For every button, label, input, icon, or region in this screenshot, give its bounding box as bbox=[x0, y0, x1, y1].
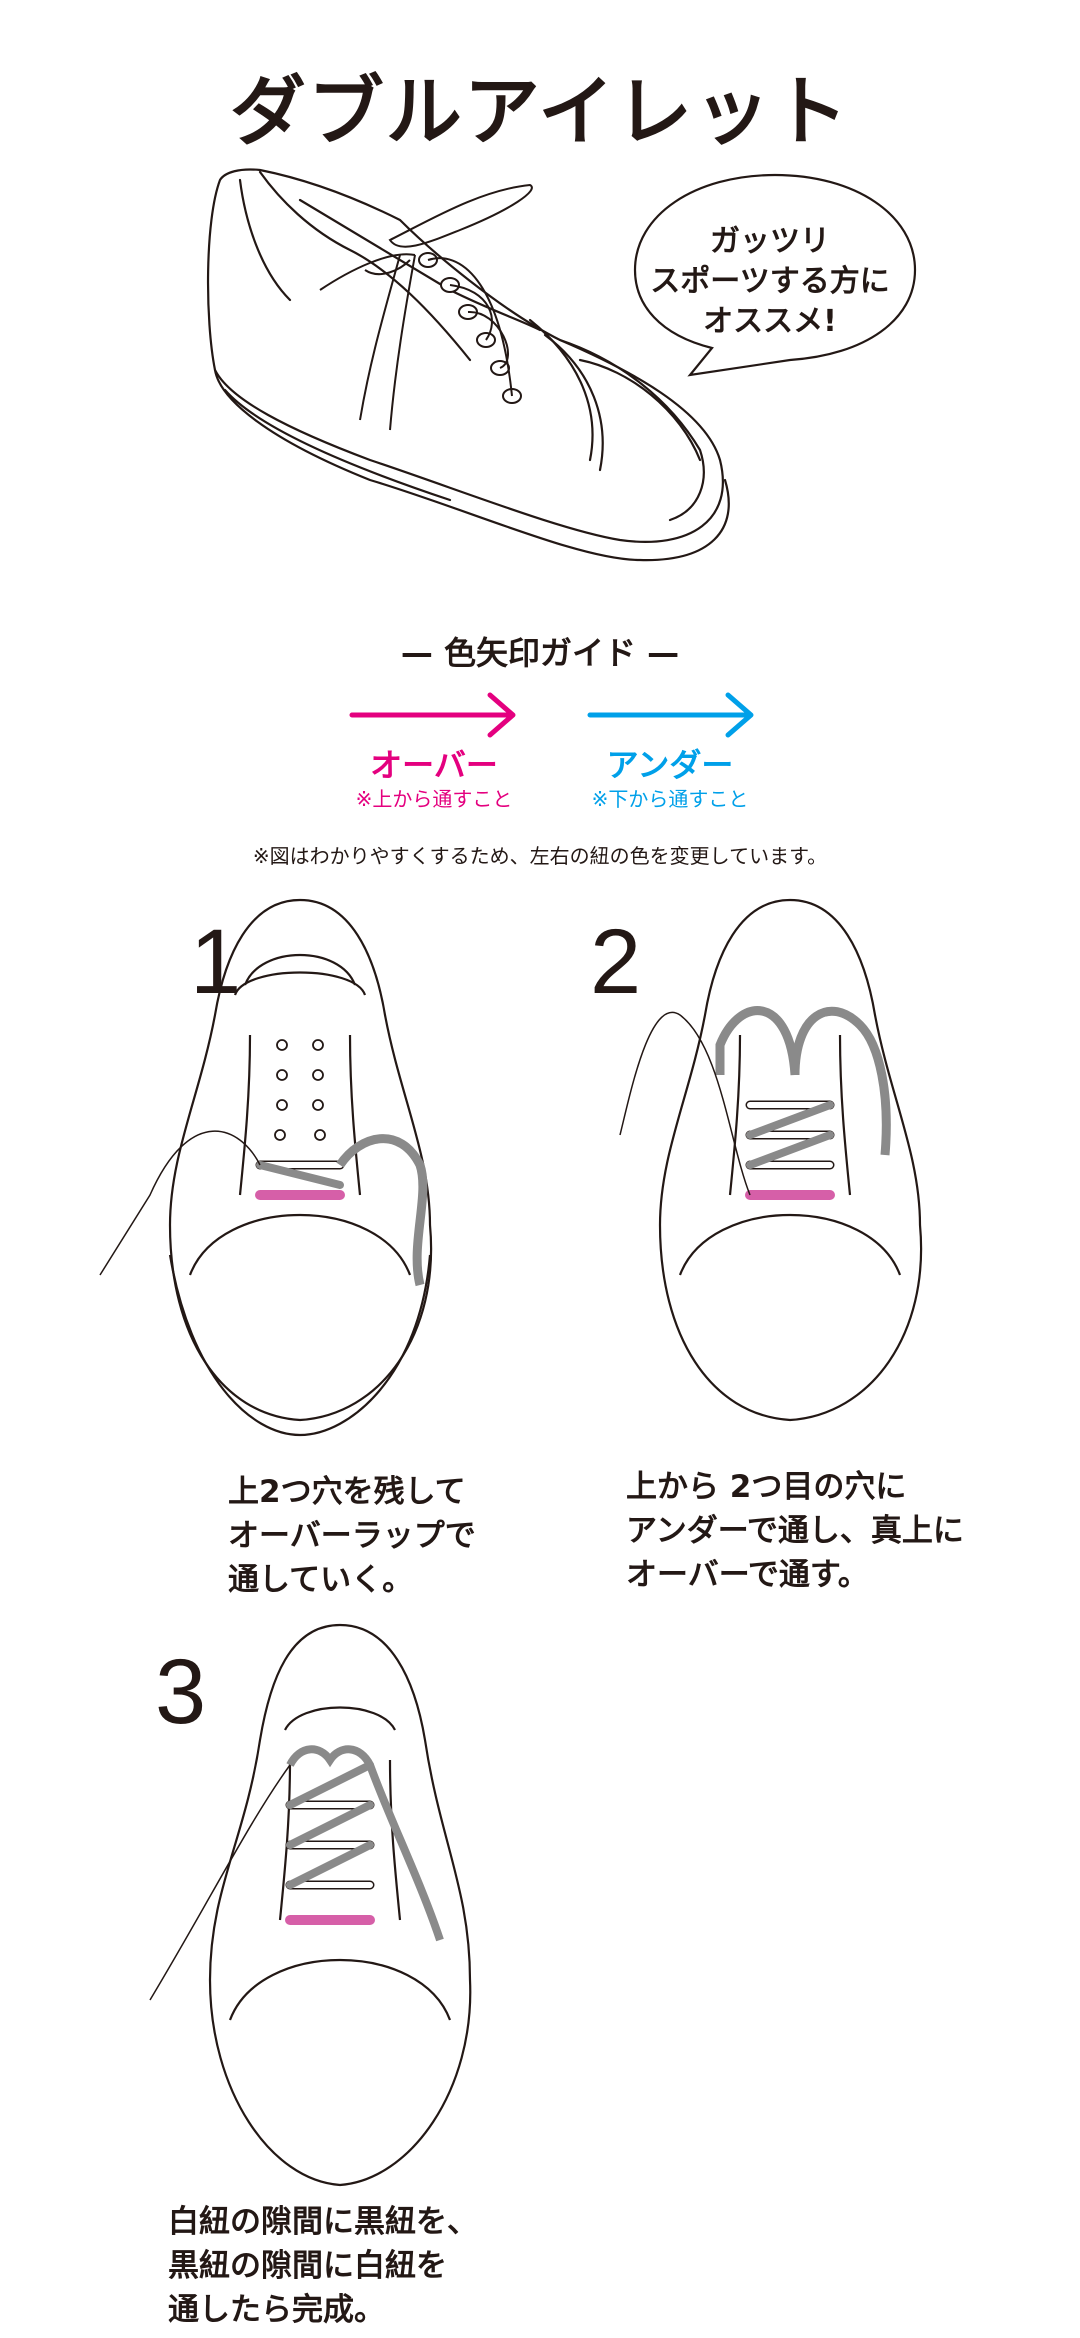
caption-line: 通したら完成。 bbox=[168, 2292, 385, 2328]
under-label: アンダー bbox=[606, 746, 734, 784]
page-title: ダブルアイレット bbox=[229, 67, 851, 156]
caption-line: 通していく。 bbox=[228, 1562, 414, 1598]
bubble-line: ガッツリ bbox=[710, 224, 830, 259]
step-1-number: 1 bbox=[190, 911, 242, 1013]
hero-shoe-illustration bbox=[206, 168, 730, 562]
caption-line: オーバーラップで bbox=[228, 1518, 476, 1554]
step-1-caption: 上2つ穴を残して オーバーラップで 通していく。 bbox=[228, 1470, 476, 1602]
under-arrow-icon bbox=[587, 692, 754, 738]
step-3-caption: 白紐の隙間に黒紐を、 黒紐の隙間に白紐を 通したら完成。 bbox=[168, 2200, 478, 2332]
speech-bubble bbox=[633, 173, 917, 377]
caption-line: 上から 2つ目の穴に bbox=[626, 1469, 907, 1505]
color-guide-title: — 色矢印ガイド — bbox=[400, 634, 680, 672]
step-2-number: 2 bbox=[590, 911, 642, 1013]
bubble-line: スポーツする方に bbox=[650, 264, 890, 299]
caption-line: 白紐の隙間に黒紐を、 bbox=[168, 2204, 478, 2240]
caption-line: 上2つ穴を残して bbox=[228, 1474, 466, 1510]
caption-line: 黒紐の隙間に白紐を bbox=[168, 2248, 447, 2284]
over-note: ※上から通すこと bbox=[355, 787, 513, 811]
step-3-shoe-illustration bbox=[149, 1623, 472, 2187]
step-2-shoe-illustration bbox=[619, 898, 923, 1422]
under-note: ※下から通すこと bbox=[591, 787, 749, 811]
caption-line: オーバーで通す。 bbox=[626, 1557, 869, 1593]
step-1-shoe-illustration bbox=[99, 898, 433, 1437]
step-3-number: 3 bbox=[155, 1641, 207, 1743]
caption-line: アンダーで通し、真上に bbox=[626, 1513, 964, 1549]
step-2-caption: 上から 2つ目の穴に アンダーで通し、真上に オーバーで通す。 bbox=[626, 1465, 964, 1597]
over-arrow-icon bbox=[349, 692, 516, 738]
over-label: オーバー bbox=[370, 746, 498, 784]
bubble-line: オススメ! bbox=[703, 304, 837, 339]
color-change-note: ※図はわかりやすくするため、左右の紐の色を変更しています。 bbox=[252, 844, 828, 868]
speech-bubble-text: ガッツリ スポーツする方に オススメ! bbox=[640, 222, 900, 342]
